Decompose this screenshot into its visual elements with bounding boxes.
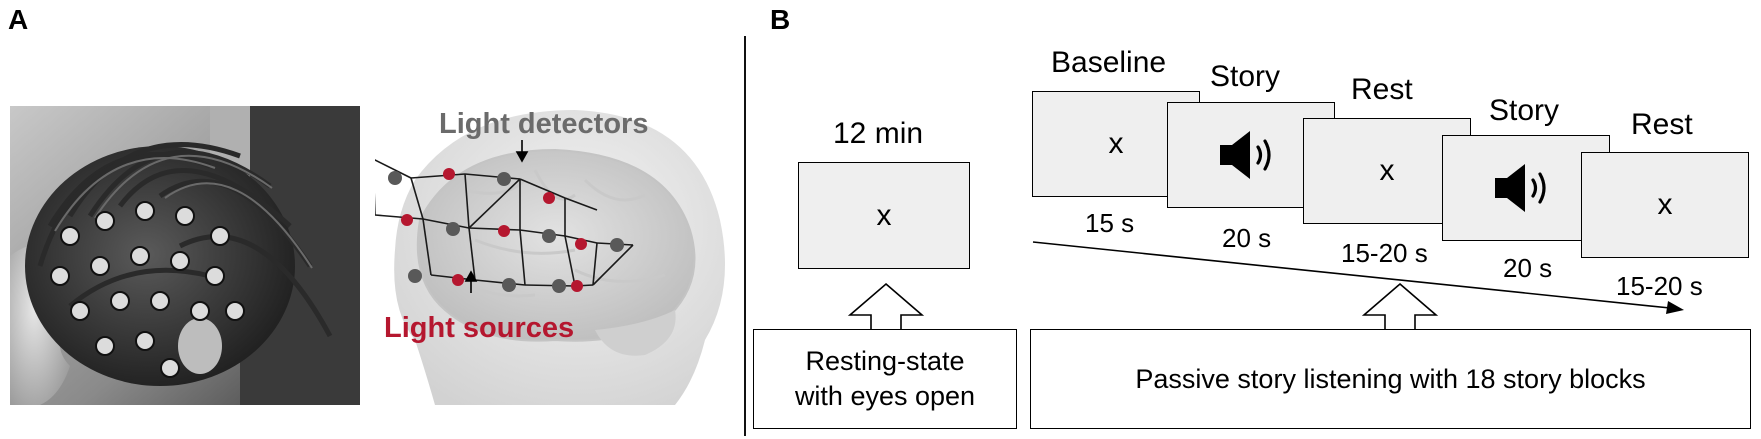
light-source-dot (543, 192, 555, 204)
panel-a-letter: A (8, 4, 29, 35)
optode-layer (388, 140, 624, 293)
duration-story-2: 20 s (1503, 253, 1553, 283)
duration-story-1: 20 s (1222, 223, 1272, 253)
light-source-dot (575, 238, 587, 250)
light-detector-dot (388, 171, 402, 185)
light-detector-dot (502, 278, 516, 292)
light-source-dot (498, 225, 510, 237)
resting-description-box: Resting-state with eyes open (753, 329, 1017, 429)
fixation-cross: x (1108, 127, 1124, 160)
light-detector-dot (446, 222, 460, 236)
block-label-rest-1: Rest (1351, 73, 1413, 106)
light-source-dot (443, 168, 455, 180)
story-description-box: Passive story listening with 18 story bl… (1030, 329, 1751, 429)
participant-photo (10, 106, 360, 405)
light-detector-dot (542, 229, 556, 243)
duration-baseline: 15 s (1085, 208, 1135, 238)
resting-up-arrow-icon (847, 282, 925, 333)
light-detectors-label: Light detectors (439, 108, 649, 140)
fixation-cross: x (876, 198, 892, 232)
panel-b-letter: B (770, 4, 791, 35)
panel-divider (744, 36, 746, 436)
timeline-arrow (1032, 241, 1684, 314)
block-label-rest-2: Rest (1631, 108, 1693, 141)
fixation-cross: x (1657, 188, 1673, 221)
resting-description-line2: with eyes open (794, 381, 976, 411)
light-sources-label: Light sources (384, 312, 575, 344)
fixation-cross: x (1379, 154, 1395, 187)
block-label-story-2: Story (1489, 94, 1560, 127)
resting-screen: x (798, 162, 970, 269)
story-description-text: Passive story listening with 18 story bl… (1135, 363, 1646, 394)
light-detector-dot (610, 238, 624, 252)
block-label-baseline: Baseline (1051, 46, 1167, 79)
duration-rest-1: 15-20 s (1341, 238, 1428, 268)
light-source-dot (401, 214, 413, 226)
light-detector-dot (497, 172, 511, 186)
speaker-icon (1220, 131, 1271, 179)
resting-duration-title: 12 min (833, 117, 924, 150)
speaker-icon (1495, 164, 1546, 212)
light-source-dot (452, 274, 464, 286)
rest-screen-2: x (1581, 152, 1749, 258)
block-label-story-1: Story (1210, 60, 1281, 93)
brain-montage (372, 100, 745, 405)
light-detector-dot (408, 269, 422, 283)
resting-description-line1: Resting-state (805, 346, 965, 377)
light-source-dot (571, 280, 583, 292)
duration-rest-2: 15-20 s (1616, 271, 1703, 301)
light-detector-dot (552, 279, 566, 293)
story-up-arrow-icon (1361, 282, 1439, 333)
